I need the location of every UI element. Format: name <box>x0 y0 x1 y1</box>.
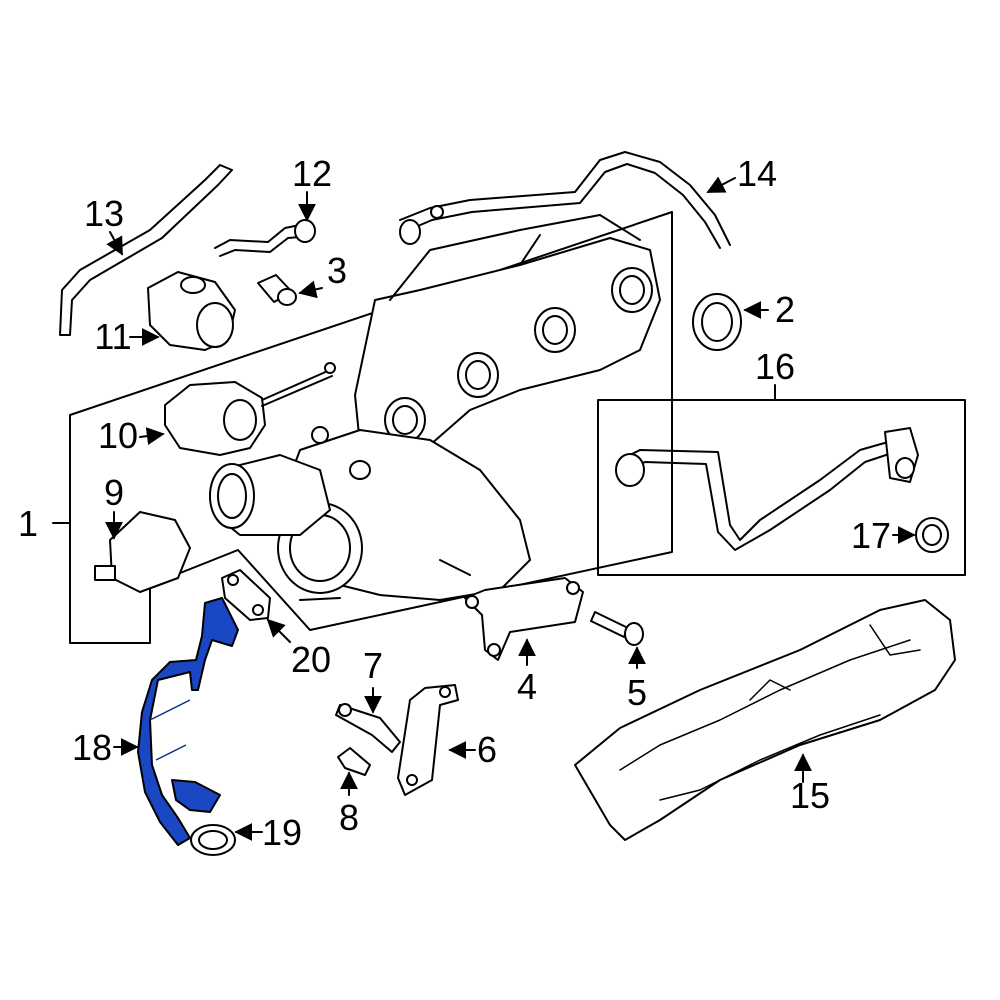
callout-16: 16 <box>755 346 795 387</box>
oil-line-group-16-box <box>597 399 966 576</box>
wastegate-actuator-10 <box>164 362 336 456</box>
callout-18: 18 <box>72 727 112 768</box>
bracket-6 <box>397 684 459 796</box>
callout-13: 13 <box>84 193 124 234</box>
washer-17 <box>915 517 949 553</box>
solenoid-valve-11 <box>147 271 236 351</box>
callout-12: 12 <box>292 153 332 194</box>
turbocharger <box>209 214 661 601</box>
oil-return-line-18-highlighted <box>137 597 239 846</box>
hose-13 <box>59 164 233 336</box>
bolt-5 <box>590 611 644 646</box>
callout-2: 2 <box>775 289 795 330</box>
oil-feed-line-16 <box>615 427 919 551</box>
callout-17: 17 <box>851 515 891 556</box>
vacuum-hose-12 <box>214 219 316 257</box>
hose-14 <box>399 151 731 249</box>
callout-8: 8 <box>339 797 359 838</box>
callout-11: 11 <box>94 316 131 357</box>
callout-6: 6 <box>477 729 497 770</box>
callout-3: 3 <box>327 250 347 291</box>
assembly-1-outline <box>69 211 673 644</box>
callout-4: 4 <box>517 666 537 707</box>
heat-shield-15 <box>574 599 956 841</box>
callout-5: 5 <box>627 672 647 713</box>
callout-20: 20 <box>291 639 331 680</box>
callout-1: 1 <box>18 503 38 544</box>
callout-19: 19 <box>262 812 302 853</box>
callout-9: 9 <box>104 472 124 513</box>
leader-lines <box>52 176 916 841</box>
callout-10: 10 <box>98 415 138 456</box>
callout-7: 7 <box>363 645 383 686</box>
bracket-4 <box>464 577 584 661</box>
bolt-8 <box>337 747 371 776</box>
actuator-9 <box>94 511 191 593</box>
callout-15: 15 <box>790 775 830 816</box>
fitting-3 <box>257 274 297 306</box>
sensor-7 <box>335 703 401 753</box>
callout-14: 14 <box>737 153 777 194</box>
gasket-ring-2 <box>692 293 742 351</box>
gasket-20 <box>221 569 271 621</box>
o-ring-19 <box>190 824 236 856</box>
